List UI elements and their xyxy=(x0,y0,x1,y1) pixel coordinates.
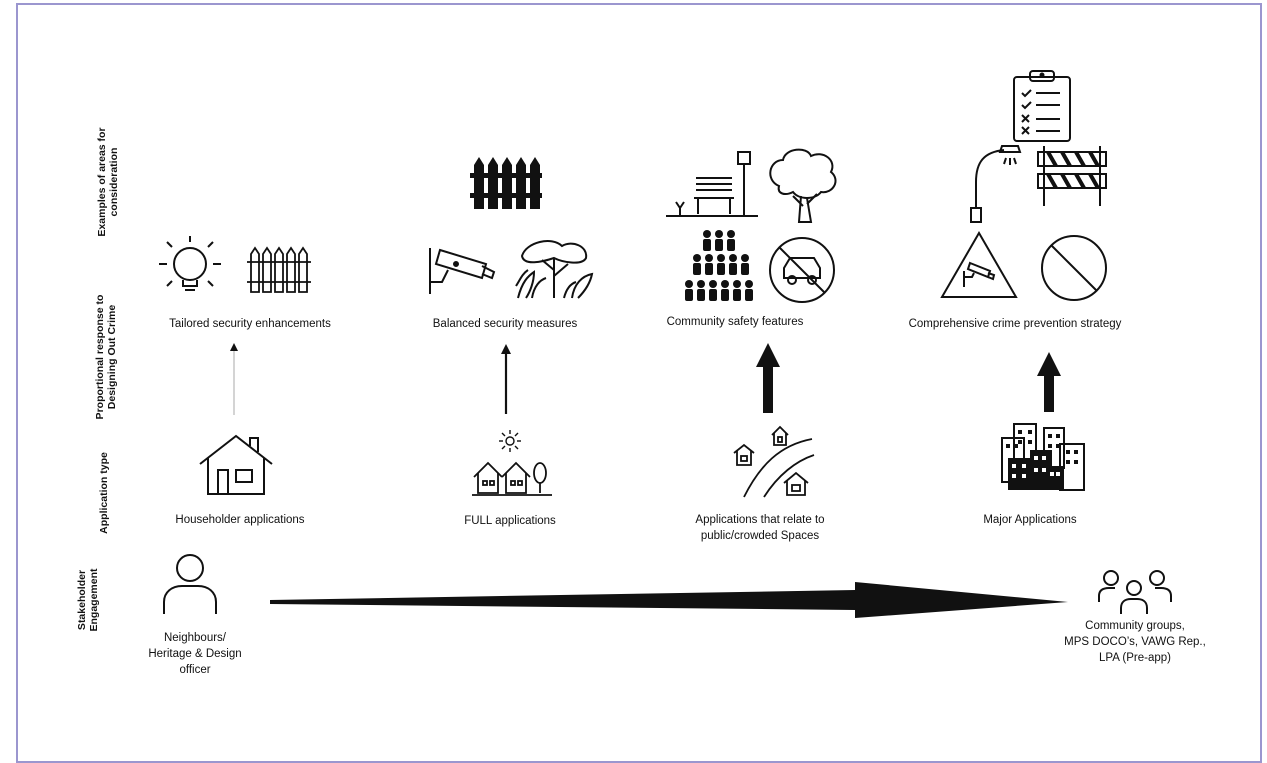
person-icon xyxy=(163,554,217,614)
medium-arrow-2 xyxy=(501,344,511,414)
row-label-stakeholder: Stakeholder Engagement xyxy=(76,568,100,632)
application-label-4: Major Applications xyxy=(983,514,1077,526)
response-label-3: Community safety features xyxy=(666,316,804,328)
checklist-clipboard-icon xyxy=(1013,70,1071,142)
thick-arrow-3 xyxy=(756,343,780,413)
crowd-icon xyxy=(685,230,753,301)
row-label-application-type: Application type xyxy=(98,452,110,534)
application-label-2: FULL applications xyxy=(464,515,556,527)
stakeholder-right-line3: LPA (Pre-app) xyxy=(1098,652,1171,664)
response-label-4: Comprehensive crime prevention strategy xyxy=(908,318,1122,330)
no-cars-icon xyxy=(769,237,835,303)
stakeholder-left-line2: Heritage & Design xyxy=(148,648,242,660)
sun-icon xyxy=(499,430,521,452)
fence-outline-icon xyxy=(247,246,311,293)
bench-lamp-icon xyxy=(666,151,758,217)
fence-solid-icon xyxy=(470,157,542,209)
stakeholder-right-line1: Community groups, xyxy=(1085,620,1185,632)
application-label-1: Householder applications xyxy=(175,514,305,526)
house-icon xyxy=(199,434,273,495)
response-label-1: Tailored security enhancements xyxy=(169,318,331,330)
engagement-wedge-arrow xyxy=(270,582,1068,618)
stakeholder-left-line3: officer xyxy=(179,664,211,676)
tree-icon xyxy=(769,148,837,223)
group-people-icon xyxy=(1098,570,1172,614)
city-buildings-icon xyxy=(1001,423,1085,491)
thick-arrow-4 xyxy=(1037,352,1061,412)
application-label-3a: Applications that relate to xyxy=(695,514,825,526)
row-label-examples: Examples of areas for consideration xyxy=(96,127,120,237)
houses-road-icon xyxy=(733,425,815,498)
response-label-2: Balanced security measures xyxy=(432,318,578,330)
stakeholder-left-line1: Neighbours/ xyxy=(163,632,226,644)
prohibited-sign-icon xyxy=(1041,235,1107,301)
cctv-warning-sign-icon xyxy=(940,231,1018,298)
row-label-proportional: Proportional response to Designing Out C… xyxy=(94,294,118,420)
street-lamp-icon xyxy=(970,145,1022,223)
stakeholder-right-line2: MPS DOCO’s, VAWG Rep., xyxy=(1064,636,1206,648)
road-barrier-icon xyxy=(1037,146,1107,206)
houses-street-icon xyxy=(472,461,552,496)
thin-arrow-1 xyxy=(230,343,238,415)
trees-plants-icon xyxy=(515,240,594,299)
application-label-3b: public/crowded Spaces xyxy=(700,530,820,542)
lightbulb-icon xyxy=(159,236,221,291)
cctv-camera-icon xyxy=(429,248,496,294)
